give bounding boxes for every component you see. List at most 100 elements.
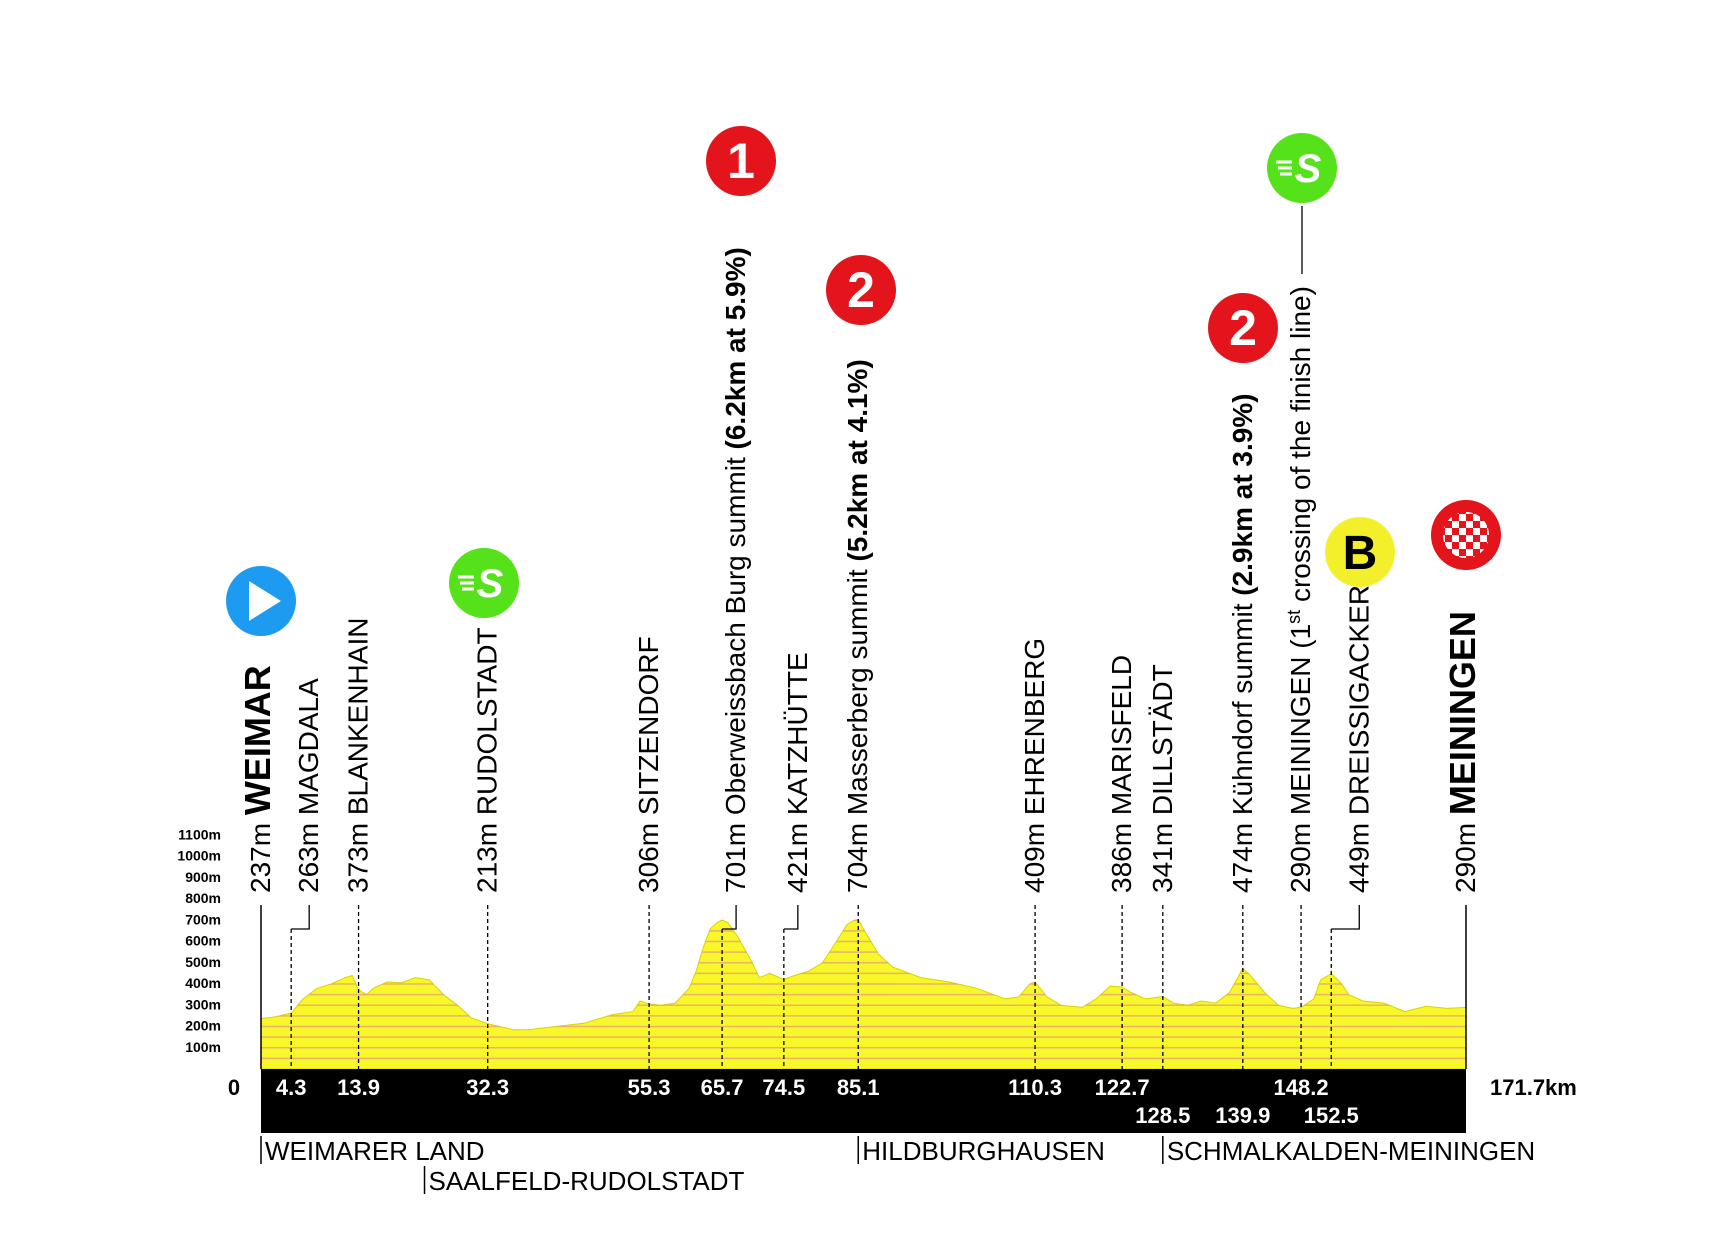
district-label: HILDBURGHAUSEN (862, 1136, 1105, 1166)
altitude-text: 341m (1147, 815, 1178, 893)
checker-square (1473, 528, 1480, 535)
finish-icon (1431, 500, 1501, 570)
altitude-text: 290m (1450, 815, 1481, 893)
climb-detail: (6.2km at 5.9%) (720, 247, 751, 457)
altitude-text: 421m (782, 815, 813, 893)
district-label: WEIMARER LAND (265, 1136, 485, 1166)
distance-band (261, 1069, 1466, 1133)
location-name: KATZHÜTTE (782, 652, 813, 815)
sprint-letter: S (1295, 147, 1322, 191)
climb-detail: (5.2km at 4.1%) (842, 359, 873, 569)
bonus-circle (1325, 517, 1395, 587)
bonus-icon: B (1325, 517, 1395, 587)
y-tick-label: 600m (185, 933, 221, 949)
location-label: 263m MAGDALA (293, 678, 324, 893)
y-tick-label: 100m (185, 1039, 221, 1055)
origin-zero-label: 0 (228, 1075, 240, 1100)
checker-square (1459, 542, 1466, 549)
km-label: 74.5 (762, 1075, 805, 1100)
km-label: 55.3 (628, 1075, 671, 1100)
km-label: 148.2 (1274, 1075, 1329, 1100)
kom-circle (826, 255, 896, 325)
y-axis: 100m200m300m400m500m600m700m800m900m1000… (177, 826, 221, 1055)
location-name: RUDOLSTADT (472, 627, 503, 815)
district-label: SCHMALKALDEN-MEININGEN (1167, 1136, 1535, 1166)
leader-elbow (291, 905, 310, 930)
km-label: 65.7 (701, 1075, 744, 1100)
location-name-tail: crossing of the finish line) (1285, 286, 1316, 610)
leader-elbow (1331, 905, 1360, 930)
checker-square (1452, 521, 1459, 528)
district-label: SAALFELD-RUDOLSTADT (429, 1166, 745, 1196)
km-label: 122.7 (1095, 1075, 1150, 1100)
checker-square (1443, 535, 1445, 542)
location-name: WEIMAR (237, 665, 278, 815)
location-label: 386m MARISFELD (1106, 655, 1137, 893)
location-name: MEININGEN (1 (1285, 624, 1316, 815)
checker-square (1445, 542, 1452, 549)
climb-detail: (2.9km at 3.9%) (1227, 393, 1258, 603)
checker-square (1473, 542, 1480, 549)
checker-square (1473, 514, 1480, 521)
leader-elbow (783, 905, 799, 930)
altitude-text: 373m (343, 815, 374, 893)
kom-number: 2 (847, 262, 875, 318)
km-label: 128.5 (1135, 1103, 1190, 1128)
sprint-circle (449, 548, 519, 618)
start-icon (226, 566, 296, 636)
location-label: 373m BLANKENHAIN (343, 618, 374, 893)
y-tick-label: 400m (185, 975, 221, 991)
location-name: BLANKENHAIN (343, 618, 374, 816)
leader-elbow (722, 905, 737, 930)
checker-square (1480, 535, 1487, 542)
km-label: 85.1 (837, 1075, 880, 1100)
checker-square (1466, 521, 1473, 528)
location-name: Masserberg summit (842, 569, 873, 815)
altitude-text: 474m (1227, 815, 1258, 893)
km-label: 110.3 (1008, 1075, 1062, 1100)
location-name: Oberweissbach Burg summit (720, 457, 751, 815)
checker-square (1487, 528, 1489, 535)
altitude-text: 701m (720, 815, 751, 893)
sprint-letter: S (477, 562, 504, 606)
altitude-text: 306m (633, 815, 664, 893)
km-label: 152.5 (1304, 1103, 1359, 1128)
location-name: Kühndorf summit (1227, 603, 1258, 815)
location-name: SITZENDORF (633, 636, 664, 815)
altitude-text: 213m (472, 815, 503, 893)
checker-square (1459, 528, 1466, 535)
location-name: DREISSIGACKER (1343, 585, 1374, 815)
altitude-text: 237m (245, 815, 276, 893)
y-tick-label: 700m (185, 911, 221, 927)
play-triangle (249, 581, 281, 621)
location-name: DILLSTÄDT (1147, 664, 1178, 815)
location-name: MEININGEN (1442, 611, 1483, 815)
elevation-profile (260, 905, 1467, 1070)
ordinal-suffix: st (1284, 610, 1304, 624)
sprint-icon: S (1267, 133, 1337, 203)
altitude-text: 386m (1106, 815, 1137, 893)
location-name: EHRENBERG (1019, 638, 1050, 815)
kom-1-icon: 1 (706, 126, 776, 196)
kom-number: 2 (1229, 300, 1257, 356)
location-label: 704m Masserberg summit (5.2km at 4.1%) (842, 359, 873, 893)
location-label: 290m MEININGEN (1st crossing of the fini… (1284, 286, 1316, 893)
location-label: 449m DREISSIGACKER (1343, 585, 1374, 893)
location-label: 341m DILLSTÄDT (1147, 664, 1178, 893)
checker-square (1466, 512, 1473, 514)
km-label: 139.9 (1215, 1103, 1270, 1128)
location-label: 474m Kühndorf summit (2.9km at 3.9%) (1227, 393, 1258, 893)
location-label: 409m EHRENBERG (1019, 638, 1050, 893)
checker-square (1459, 514, 1466, 521)
total-distance-label: 171.7km (1490, 1075, 1577, 1100)
altitude-text: 449m (1343, 815, 1374, 893)
sprint-circle (1267, 133, 1337, 203)
km-label: 4.3 (276, 1075, 307, 1100)
kom-2-icon: 2 (826, 255, 896, 325)
checker-square (1466, 549, 1473, 556)
location-label: 701m Oberweissbach Burg summit (6.2km at… (720, 247, 751, 893)
y-tick-label: 1000m (177, 848, 221, 864)
